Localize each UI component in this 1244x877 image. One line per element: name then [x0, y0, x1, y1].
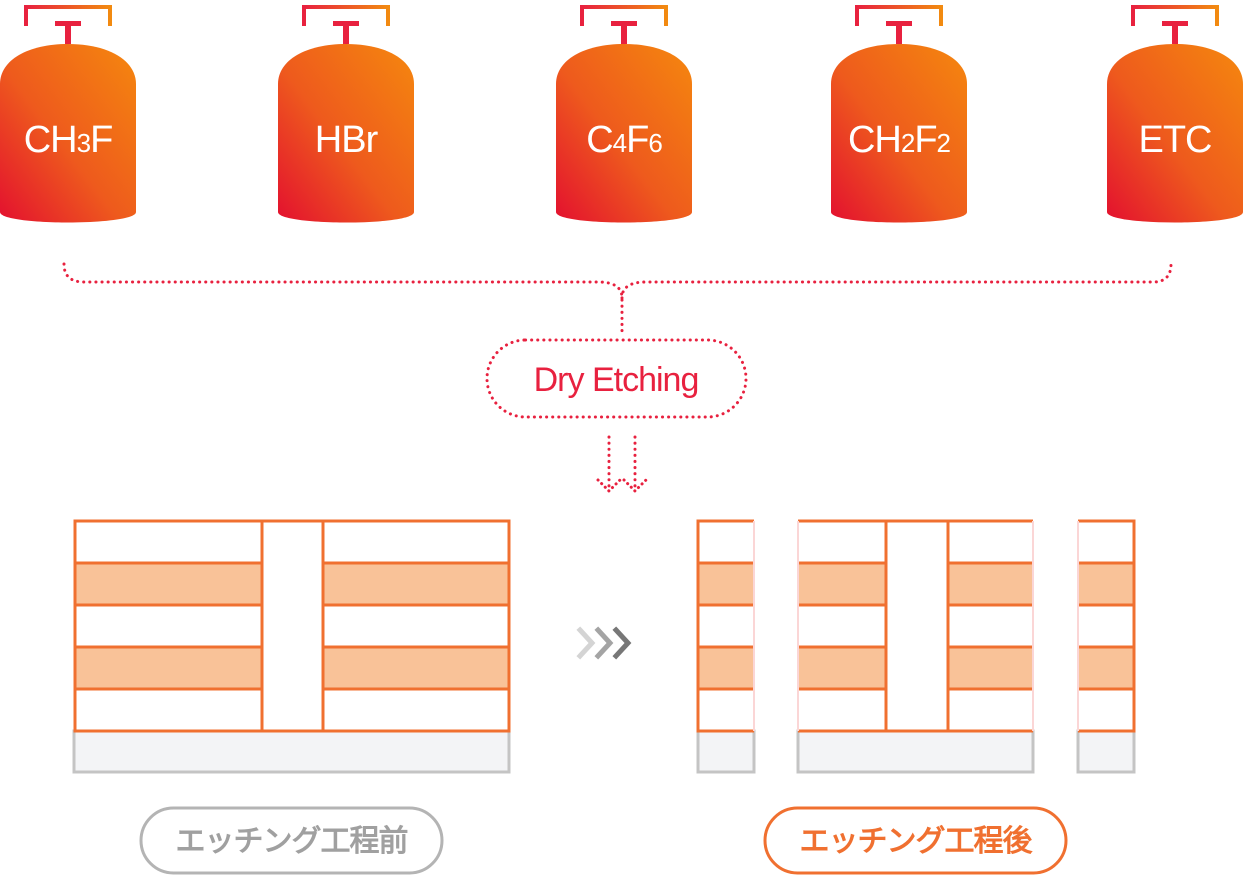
dry-etching-process: Dry Etching: [485, 338, 748, 419]
etched-pillar-center: [797, 519, 1034, 733]
layer-white: [75, 521, 262, 563]
cylinder-handle: [24, 5, 112, 26]
valve-cap: [1162, 21, 1188, 26]
cylinder-handle: [580, 5, 668, 26]
layer-orange: [323, 647, 509, 689]
down-arrow-icon: [622, 435, 648, 494]
down-arrow-icon: [596, 435, 622, 494]
dotted-connector: [62, 262, 1173, 338]
cylinder-body: [1107, 44, 1243, 223]
gas-cylinder-ch3f: CH3F: [0, 5, 136, 223]
process-pill: [485, 338, 748, 419]
etched-pillar-left: [696, 519, 755, 733]
process-label: Dry Etching: [534, 361, 699, 399]
layer-orange: [75, 647, 262, 689]
layer-white: [323, 605, 509, 647]
cylinder-body: [0, 44, 136, 223]
valve-stem: [621, 24, 627, 44]
stack-after-etching: [696, 519, 1136, 774]
substrate: [1076, 729, 1136, 774]
stack-before-etching: [72, 519, 511, 774]
gas-label: C4F6: [586, 119, 662, 161]
gas-cylinder-hbr: HBr: [278, 5, 414, 223]
substrate: [72, 729, 511, 774]
state-label-after: エッチング工程後: [800, 824, 1034, 859]
state-pill: [139, 806, 444, 875]
state-label-before: エッチング工程前: [176, 824, 408, 859]
cylinder-handle: [1131, 5, 1219, 26]
layer-white: [75, 689, 262, 731]
chevron-right-icon: [576, 626, 632, 660]
gas-label: CH3F: [24, 119, 113, 161]
cylinder-handle: [855, 5, 943, 26]
valve-stem: [896, 24, 902, 44]
gas-cylinder-etc: ETC: [1107, 5, 1243, 223]
layer-white: [323, 689, 509, 731]
gas-cylinder-c4f6: C4F6: [556, 5, 692, 223]
state-pill: [763, 806, 1068, 875]
gas-cylinder-ch2f2: CH2F2: [831, 5, 967, 223]
state-before: エッチング工程前: [139, 806, 444, 875]
layer-orange: [323, 563, 509, 605]
state-after: エッチング工程後: [763, 806, 1068, 875]
valve-stem: [1172, 24, 1178, 44]
cylinder-body: [278, 44, 414, 223]
layer-white: [323, 521, 509, 563]
valve-stem: [343, 24, 349, 44]
valve-cap: [886, 21, 912, 26]
gas-label: CH2F2: [848, 119, 951, 161]
layer-grid: [73, 519, 511, 733]
layer-orange: [75, 563, 262, 605]
layer-white: [75, 605, 262, 647]
cylinder-handle: [302, 5, 390, 26]
etched-pillar-right: [1077, 519, 1136, 733]
valve-stem: [65, 24, 71, 44]
valve-cap: [333, 21, 359, 26]
gas-cylinders: CH3F HBr C4F6 CH2F2 ETC: [0, 5, 1243, 223]
cylinder-body: [556, 44, 692, 223]
substrate: [696, 729, 756, 774]
valve-cap: [55, 21, 81, 26]
down-arrows: [596, 435, 648, 494]
gas-label: HBr: [315, 119, 379, 161]
valve-cap: [611, 21, 637, 26]
cylinder-body: [831, 44, 967, 223]
substrate: [796, 729, 1035, 774]
gas-label: ETC: [1139, 119, 1212, 161]
